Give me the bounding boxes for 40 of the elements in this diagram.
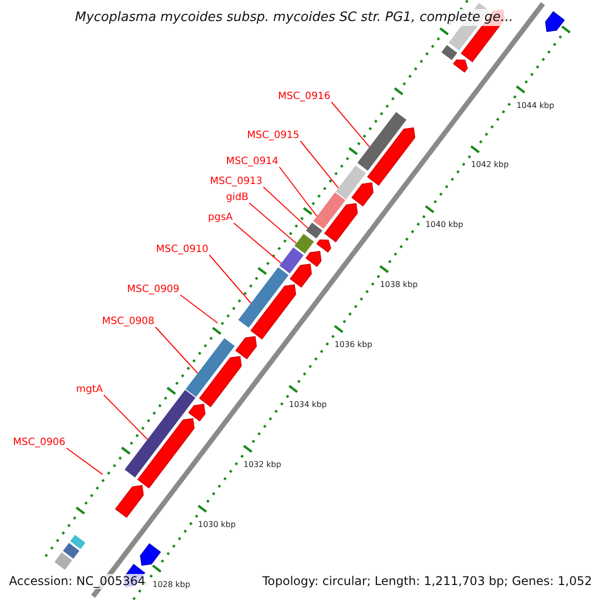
leader-line	[103, 394, 148, 440]
scale-label: 1044 kbp	[516, 100, 554, 111]
gene-block	[306, 222, 322, 238]
gene-label: MSC_0914	[226, 156, 278, 168]
leader-line	[248, 202, 297, 244]
leader-line	[154, 326, 198, 374]
gene-block	[294, 234, 314, 254]
gene-label: MSC_0915	[247, 130, 300, 142]
gene-block	[62, 542, 80, 559]
gene-label: pgsA	[208, 212, 233, 224]
leader-line	[180, 294, 218, 324]
leader-line	[233, 222, 282, 264]
gene-label: mgtA	[76, 384, 103, 396]
scale-label: 1040 kbp	[425, 220, 464, 230]
leader-line	[262, 186, 308, 229]
gene-label: gidB	[226, 192, 248, 204]
gene-label: MSC_0908	[102, 316, 154, 328]
leader-line	[66, 448, 104, 475]
scale-label: 1028 kbp	[152, 580, 190, 590]
scale-label: 1038 kbp	[380, 280, 418, 290]
scale-label: 1030 kbp	[198, 520, 236, 530]
gene-label: MSC_0909	[127, 284, 180, 296]
gene-label: MSC_0910	[156, 244, 208, 256]
scale-label: 1032 kbp	[243, 460, 282, 470]
leader-line	[300, 140, 339, 188]
gene-label: MSC_0913	[210, 176, 262, 188]
gene-label: MSC_0906	[13, 437, 66, 449]
gene-block	[70, 534, 86, 550]
gene-block	[441, 45, 458, 60]
gene-block	[313, 192, 346, 229]
leader-line	[278, 166, 318, 217]
leader-line	[208, 254, 252, 304]
footer-text: Topology: circular; Length: 1,211,703 bp; Genes: 1,052	[260, 574, 594, 589]
scale-label: 1036 kbp	[334, 340, 372, 350]
gene-block	[336, 165, 366, 200]
gene-label: MSC_0916	[278, 91, 330, 103]
scale-label: 1042 kbp	[470, 160, 509, 170]
leader-line	[330, 102, 370, 148]
scale-label: 1034 kbp	[288, 400, 327, 410]
footer-text: Accession: NC_005364	[7, 574, 148, 589]
